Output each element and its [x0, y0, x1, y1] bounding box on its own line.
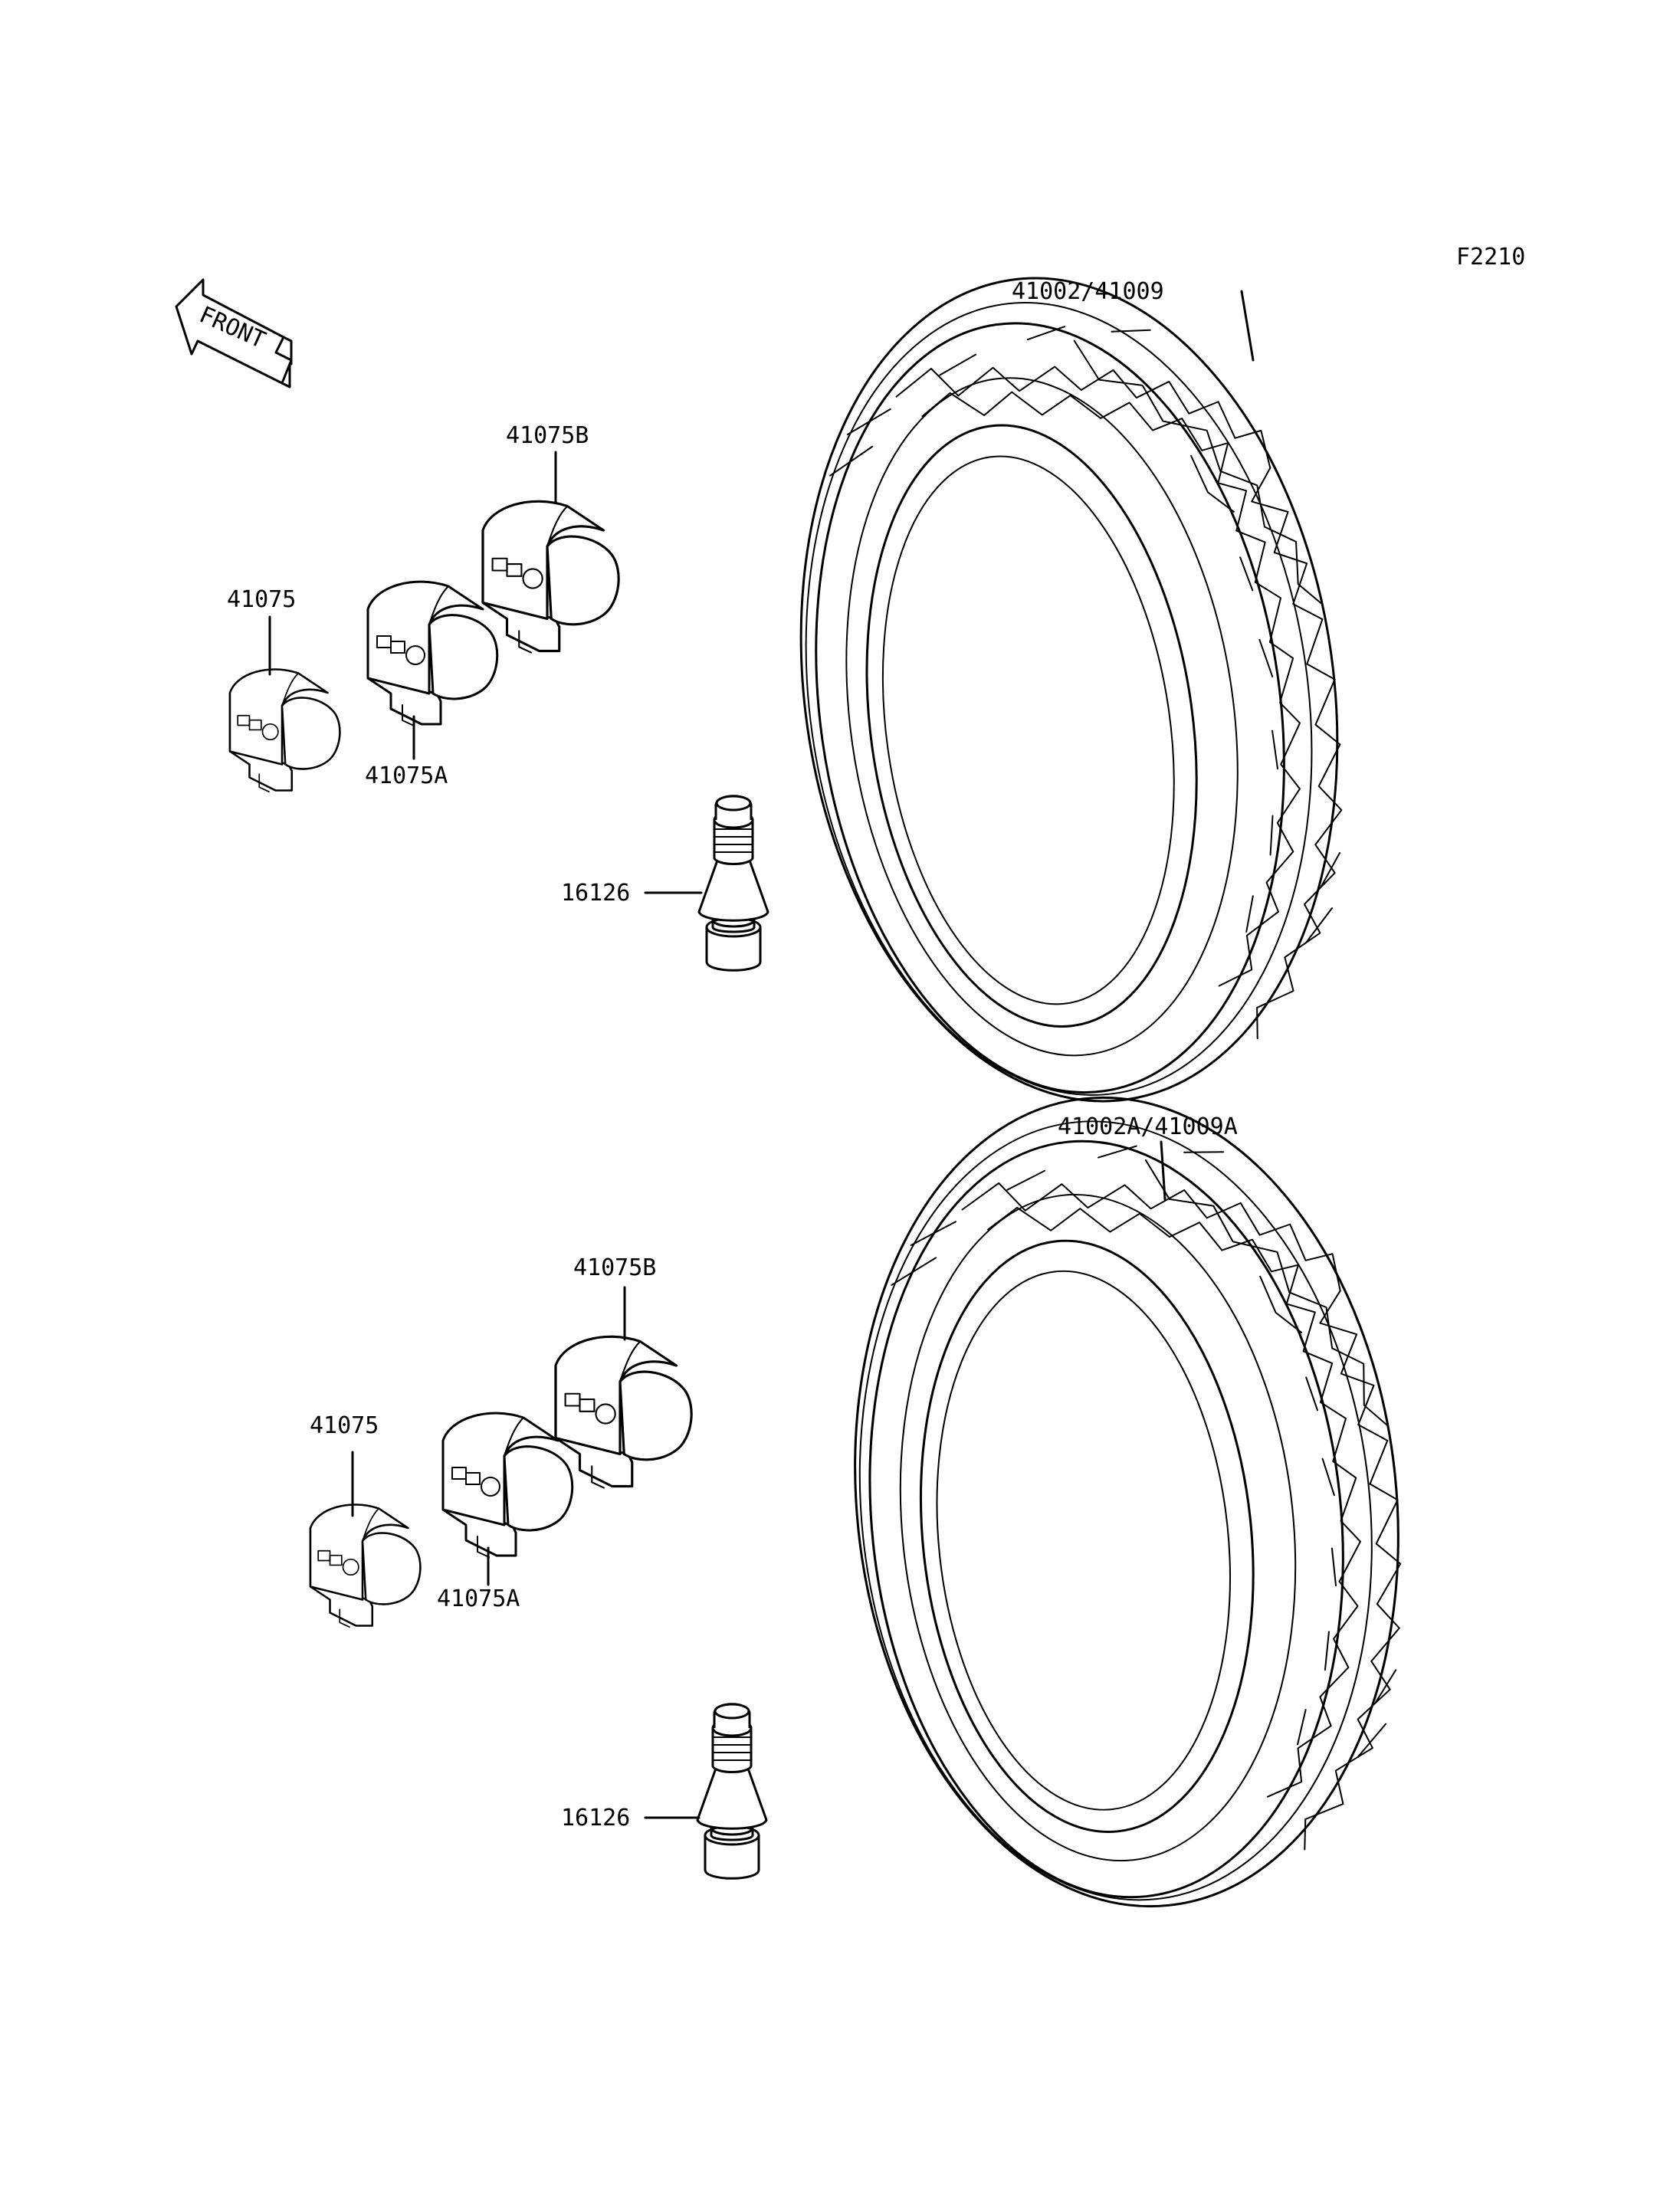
weight-label-lower: 41075 [310, 1412, 379, 1439]
leader-line [1240, 290, 1255, 362]
front-arrow-icon: FRONT [175, 278, 293, 389]
valve-label-lower: 16126 [561, 1805, 630, 1831]
wheel-weight-b-upper [481, 500, 620, 654]
weight-b-label-lower: 41075B [573, 1254, 656, 1281]
valve-label-upper: 16126 [561, 880, 630, 907]
weight-a-label-lower: 41075A [437, 1585, 520, 1612]
upper-group: 41002/41009 41075B 41075A 41075 16126 [227, 241, 1390, 1138]
weight-label-upper: 41075 [227, 586, 296, 613]
weight-b-label-upper: 41075B [506, 422, 589, 449]
valve-upper [697, 795, 769, 972]
tire-label-lower: 41002A/41009A [1058, 1113, 1238, 1140]
wheel-weight-b-lower [554, 1335, 693, 1490]
wheel-weight-upper [228, 668, 341, 793]
valve-lower [696, 1703, 768, 1880]
weight-a-label-upper: 41075A [365, 762, 448, 789]
wheel-weight-a-upper [366, 580, 499, 727]
tire-label-upper: 41002/41009 [1012, 278, 1164, 305]
figure-code: F2210 [1456, 244, 1525, 271]
lower-group: 41002A/41009A 41075B 41075A 41075 16126 [309, 1069, 1439, 1935]
wheel-weight-a-lower [441, 1412, 574, 1559]
tire-upper [748, 241, 1390, 1138]
wheel-weight-lower [309, 1503, 422, 1628]
tire-lower [815, 1069, 1439, 1935]
